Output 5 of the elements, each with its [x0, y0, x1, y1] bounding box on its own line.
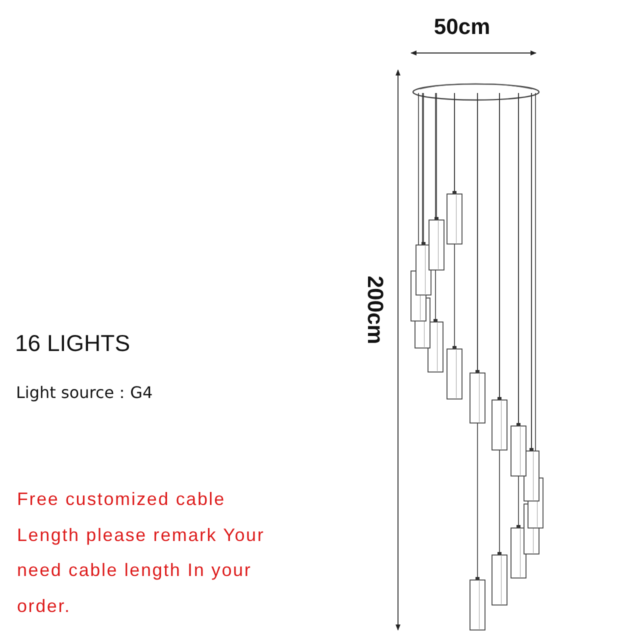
title: 16 LIGHTS — [15, 330, 130, 357]
spec-text: Light source：G4 — [16, 383, 153, 404]
note-text: Free customized cable Length please remark Your need cable length In your order. — [17, 488, 266, 618]
dimension-label: 50cm — [432, 14, 492, 40]
dimension-label: 200cm — [362, 274, 388, 346]
